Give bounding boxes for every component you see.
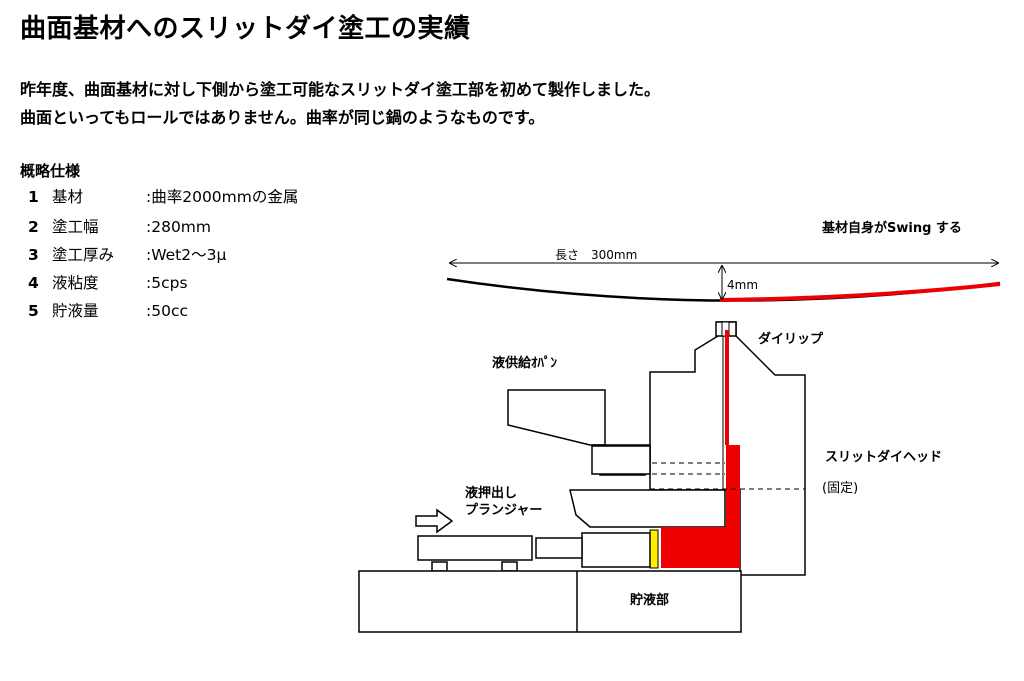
plunger-label-line-1: 液押出し <box>465 485 517 501</box>
plunger-label-line-2: プランジャー <box>465 503 542 518</box>
plunger-seal <box>649 529 659 569</box>
reservoir-label: 貯液部 <box>630 592 669 608</box>
spec-number: 4 <box>28 274 39 292</box>
spec-number: 1 <box>28 188 39 206</box>
slit-liquid <box>725 330 729 445</box>
slit-die-head-label: スリットダイヘッド <box>825 449 942 465</box>
slide-foot <box>431 561 448 572</box>
spec-number: 5 <box>28 302 39 320</box>
spec-name: 塗工幅 <box>52 218 99 236</box>
gap-label: 4mm <box>727 278 758 292</box>
spec-value: :50cc <box>146 302 188 320</box>
spec-name: 塗工厚み <box>52 246 115 264</box>
die-lip-label: ダイリップ <box>758 331 824 347</box>
machine-base <box>358 570 742 633</box>
supply-pan-base <box>591 445 651 475</box>
slide-foot <box>501 561 518 572</box>
spec-name: 液粘度 <box>52 274 99 292</box>
spec-value: :280mm <box>146 218 212 236</box>
page-title: 曲面基材へのスリットダイ塗工の実績 <box>20 14 471 44</box>
substrate-label: 基材自身がSwing する <box>821 220 962 236</box>
die-lower-block <box>569 489 726 528</box>
intro-line-1: 昨年度、曲面基材に対し下側から塗工可能なスリットダイ塗工部を初めて製作しました。 <box>20 80 661 99</box>
length-label: 長さ 300mm <box>555 248 637 262</box>
manifold-liquid <box>726 445 740 545</box>
plunger-slide <box>417 535 533 561</box>
plunger-head <box>581 532 651 568</box>
spec-number: 2 <box>28 218 39 236</box>
supply-pan-label: 液供給ｵﾊﾟﾝ <box>492 355 558 371</box>
spec-name: 基材 <box>52 188 84 206</box>
intro-line-2: 曲面といってもロールではありません。曲率が同じ鍋のようなものです。 <box>20 108 545 127</box>
push-arrow-icon <box>415 508 454 534</box>
spec-value: :5cps <box>146 274 188 292</box>
plunger-rod <box>535 537 583 559</box>
spec-name: 貯液量 <box>52 302 99 320</box>
fixed-label: (固定) <box>822 481 858 496</box>
coated-film <box>719 282 1001 302</box>
spec-value: :Wet2～3μ <box>146 246 227 264</box>
supply-pan <box>507 389 606 446</box>
reservoir-liquid <box>661 527 740 568</box>
spec-value: :曲率2000mmの金属 <box>146 188 299 206</box>
spec-heading: 概略仕様 <box>20 162 81 180</box>
spec-number: 3 <box>28 246 39 264</box>
